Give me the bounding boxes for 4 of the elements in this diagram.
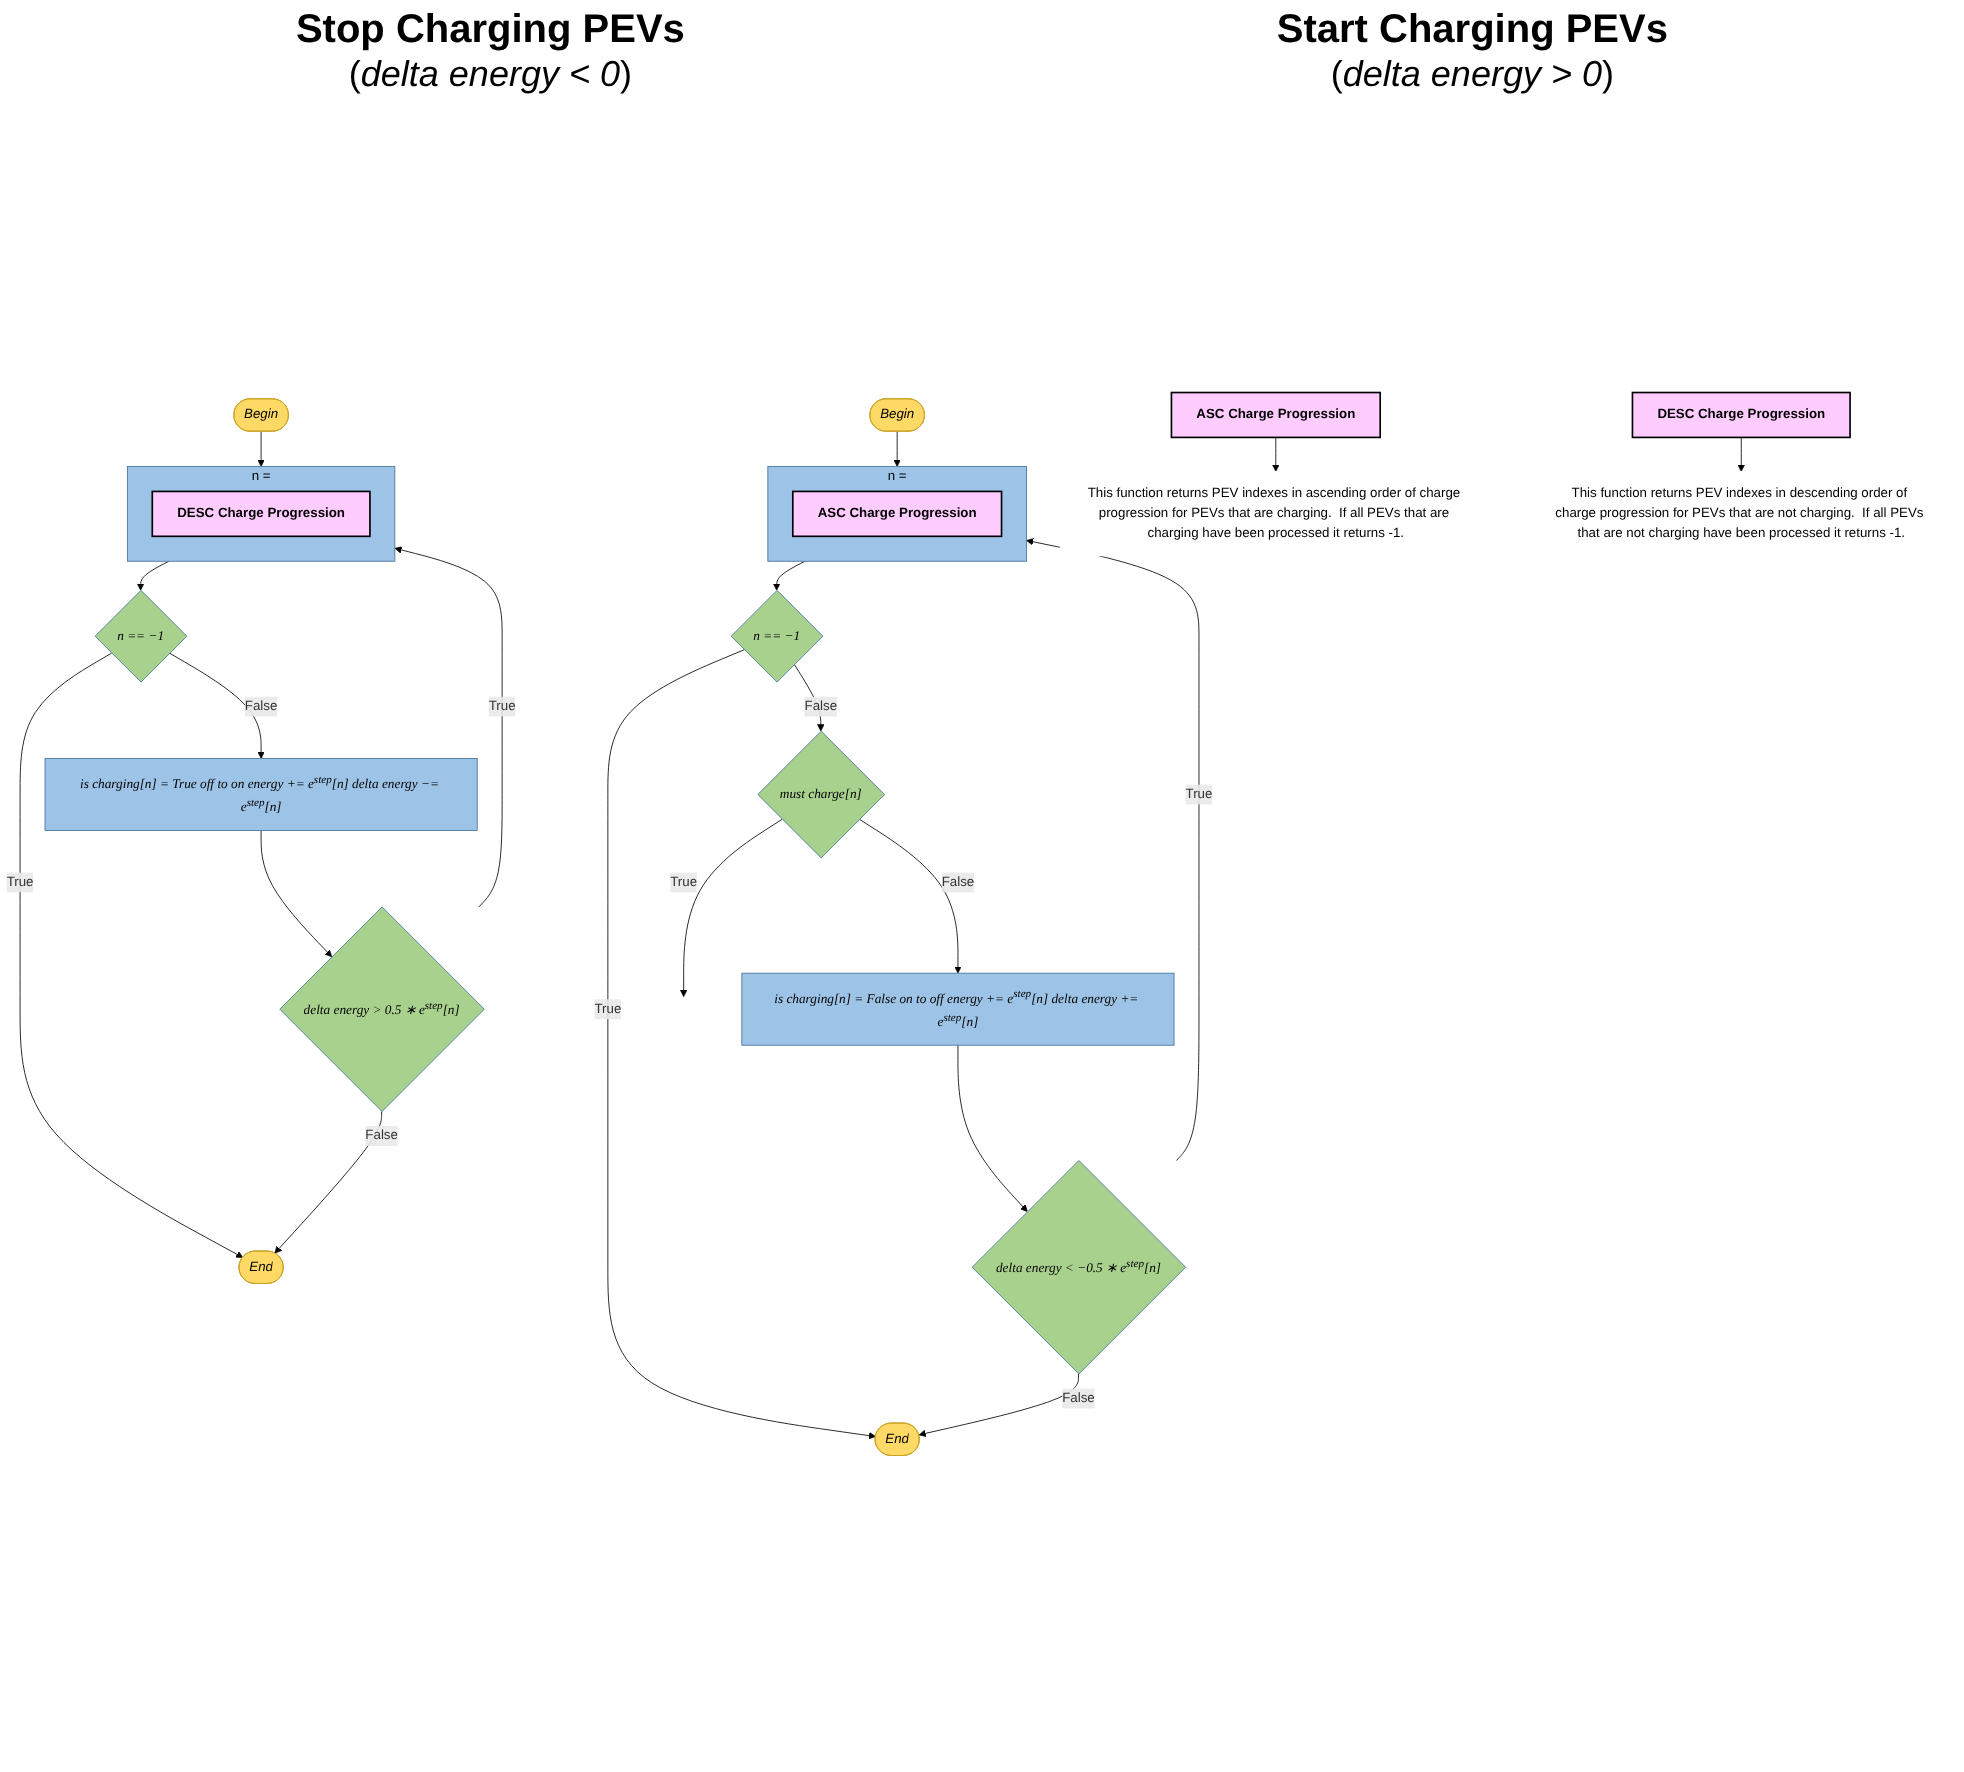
- condition-subtitle: (delta energy < 0): [346, 54, 634, 96]
- flowchart-title: Start Charging PEVs: [1276, 8, 1668, 54]
- condition-subtitle: (delta energy > 0): [1328, 54, 1616, 96]
- flowchart-title: Stop Charging PEVs: [295, 8, 685, 54]
